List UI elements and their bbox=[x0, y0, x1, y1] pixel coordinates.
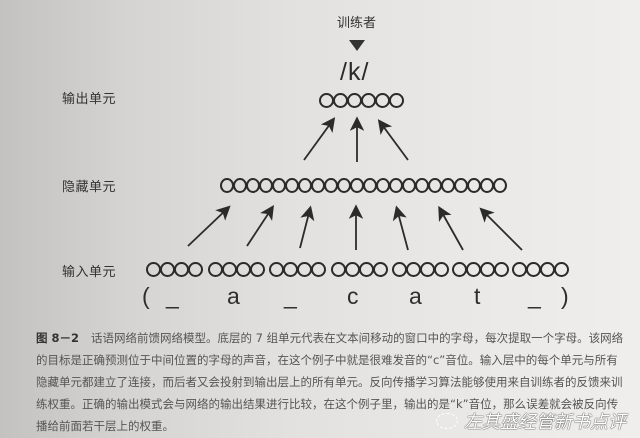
unit-circle bbox=[259, 178, 273, 193]
unit-circle bbox=[454, 178, 468, 193]
target-phoneme: /k/ bbox=[340, 58, 370, 86]
unit-circle bbox=[174, 262, 189, 277]
unit-circle bbox=[319, 93, 334, 108]
unit-circle bbox=[526, 262, 541, 277]
caption-text: 话语网络前馈网络模型。底层的 7 组单元代表在文本间移动的窗口中的字母，每次提取… bbox=[36, 331, 624, 433]
unit-circle bbox=[347, 93, 362, 108]
unit-circle bbox=[236, 262, 251, 277]
unit-circle bbox=[324, 178, 338, 193]
unit-circle bbox=[350, 178, 364, 193]
unit-circle bbox=[283, 262, 298, 277]
unit-circle bbox=[359, 262, 374, 277]
unit-circle bbox=[512, 262, 527, 277]
unit-circle bbox=[298, 178, 312, 193]
unit-circle bbox=[452, 262, 467, 277]
input-group-2 bbox=[208, 262, 265, 277]
unit-circle bbox=[345, 262, 360, 277]
unit-circle bbox=[389, 178, 403, 193]
unit-circle bbox=[540, 262, 555, 277]
unit-circle bbox=[233, 178, 247, 193]
input-char: c bbox=[347, 283, 359, 309]
unit-circle bbox=[480, 262, 495, 277]
input-group-4 bbox=[331, 262, 388, 277]
unit-circle bbox=[337, 178, 351, 193]
input-char: ) bbox=[561, 283, 569, 309]
hidden-units bbox=[220, 178, 507, 193]
input-group-5 bbox=[392, 262, 449, 277]
unit-circle bbox=[361, 93, 376, 108]
unit-circle bbox=[420, 262, 435, 277]
input-char: a bbox=[227, 283, 240, 309]
unit-circle bbox=[311, 178, 325, 193]
unit-circle bbox=[188, 262, 203, 277]
input-layer-label: 输入单元 bbox=[62, 265, 117, 280]
input-char: ( bbox=[142, 283, 150, 309]
unit-circle bbox=[375, 93, 390, 108]
unit-circle bbox=[272, 178, 286, 193]
unit-circle bbox=[428, 178, 442, 193]
watermark: 左其盛经管新书点评 bbox=[436, 408, 626, 434]
unit-circle bbox=[333, 93, 348, 108]
unit-circle bbox=[220, 178, 234, 193]
unit-circle bbox=[285, 178, 299, 193]
input-group-7 bbox=[512, 262, 569, 277]
unit-circle bbox=[434, 262, 449, 277]
input-char: _ bbox=[528, 283, 541, 309]
unit-circle bbox=[415, 178, 429, 193]
unit-circle bbox=[363, 178, 377, 193]
trainer-label: 训练者 bbox=[337, 16, 377, 31]
wechat-icon bbox=[436, 413, 458, 429]
figure-number: 图 8－2 bbox=[36, 331, 80, 345]
unit-circle bbox=[493, 178, 507, 193]
unit-circle bbox=[467, 178, 481, 193]
unit-circle bbox=[222, 262, 237, 277]
unit-circle bbox=[392, 262, 407, 277]
unit-circle bbox=[269, 262, 284, 277]
unit-circle bbox=[146, 262, 161, 277]
unit-circle bbox=[297, 262, 312, 277]
unit-circle bbox=[480, 178, 494, 193]
input-group-1 bbox=[146, 262, 203, 277]
unit-circle bbox=[311, 262, 326, 277]
unit-circle bbox=[406, 262, 421, 277]
unit-circle bbox=[250, 262, 265, 277]
unit-circle bbox=[373, 262, 388, 277]
unit-circle bbox=[494, 262, 509, 277]
input-char: _ bbox=[166, 283, 179, 309]
unit-circle bbox=[160, 262, 175, 277]
input-char: a bbox=[409, 283, 422, 309]
output-layer-label: 输出单元 bbox=[62, 92, 117, 107]
unit-circle bbox=[441, 178, 455, 193]
unit-circle bbox=[466, 262, 481, 277]
unit-circle bbox=[246, 178, 260, 193]
unit-circle bbox=[208, 262, 223, 277]
input-char: t bbox=[474, 283, 481, 309]
input-group-3 bbox=[269, 262, 326, 277]
output-units bbox=[319, 93, 404, 108]
unit-circle bbox=[331, 262, 346, 277]
unit-circle bbox=[554, 262, 569, 277]
hidden-layer-label: 隐藏单元 bbox=[62, 180, 117, 195]
unit-circle bbox=[389, 93, 404, 108]
unit-circle bbox=[376, 178, 390, 193]
input-char: _ bbox=[284, 283, 297, 309]
input-group-6 bbox=[452, 262, 509, 277]
watermark-text: 左其盛经管新书点评 bbox=[464, 412, 626, 433]
unit-circle bbox=[402, 178, 416, 193]
feedback-arrow-icon bbox=[349, 40, 365, 51]
